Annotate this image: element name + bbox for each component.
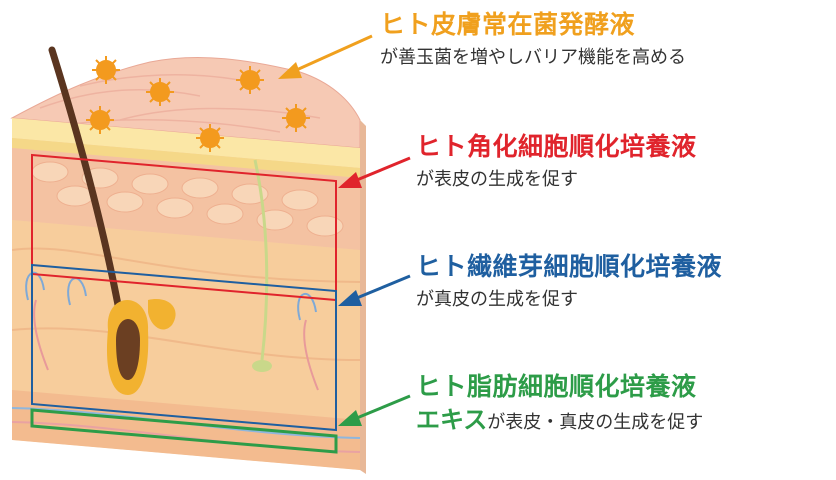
- annotation-desc-emphasis-adipocyte: エキス: [416, 406, 488, 434]
- dermis-highlight-box: [31, 263, 337, 432]
- annotation-keratinocyte: ヒト角化細胞順化培養液 が表皮の生成を促す: [416, 132, 697, 192]
- skin-surface-lines: [39, 74, 321, 133]
- annotation-title-keratinocyte: ヒト角化細胞順化培養液: [416, 132, 697, 161]
- annotation-title-skin-bacteria: ヒト皮膚常在菌発酵液: [380, 10, 636, 39]
- annotation-desc-text-adipocyte: が表皮・真皮の生成を促す: [487, 412, 704, 433]
- annotation-desc-keratinocyte: が表皮の生成を促す: [416, 169, 578, 190]
- annotation-title-adipocyte: ヒト脂肪細胞順化培養液: [416, 372, 697, 401]
- bacteria-cluster: [86, 56, 310, 152]
- arrow-fibroblast: [338, 274, 411, 306]
- annotation-desc-adipocyte: エキスが表皮・真皮の生成を促す: [416, 408, 703, 435]
- subcutaneous-highlight-box: [30, 408, 338, 454]
- annotation-adipocyte: ヒト脂肪細胞順化培養液 エキスが表皮・真皮の生成を促す: [416, 372, 703, 435]
- annotation-desc-fibroblast: が真皮の生成を促す: [416, 289, 578, 310]
- annotation-fibroblast: ヒト繊維芽細胞順化培養液 が真皮の生成を促す: [416, 252, 722, 312]
- annotation-skin-bacteria: ヒト皮膚常在菌発酵液 が善玉菌を増やしバリア機能を高める: [380, 10, 686, 70]
- annotation-title-fibroblast: ヒト繊維芽細胞順化培養液: [416, 252, 723, 281]
- arrow-skin-bacteria: [278, 34, 373, 79]
- arrow-keratinocyte: [338, 156, 411, 188]
- arrow-adipocyte: [338, 394, 411, 426]
- annotation-desc-skin-bacteria: が善玉菌を増やしバリア機能を高める: [380, 47, 686, 68]
